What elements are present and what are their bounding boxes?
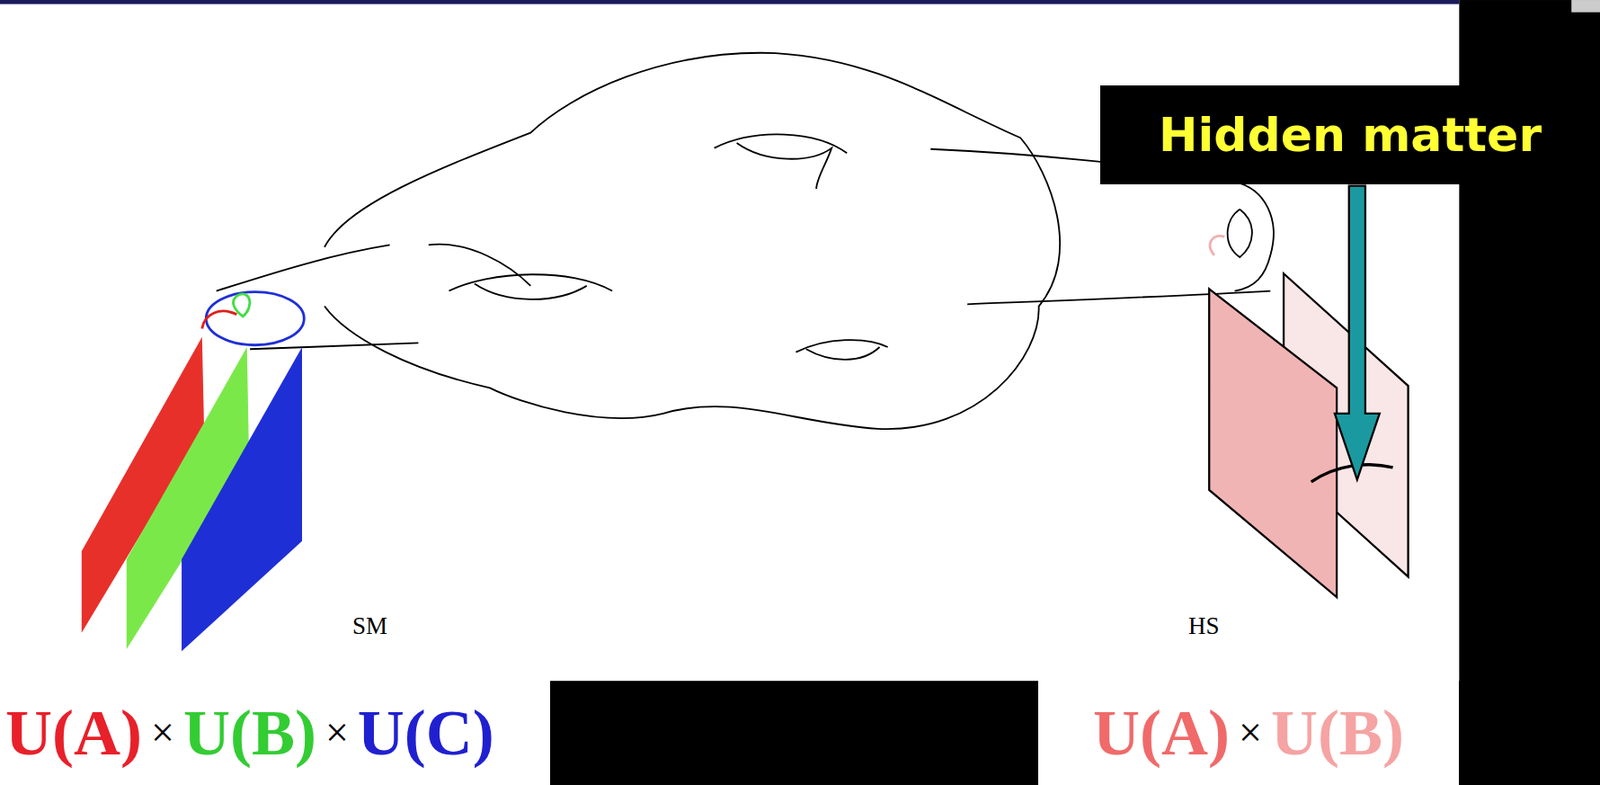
product-sign: × — [1238, 711, 1263, 754]
callout-box: Hidden matter — [1100, 85, 1600, 185]
top-bar — [0, 0, 1459, 5]
brane — [1208, 288, 1337, 597]
bottom-band — [0, 680, 1600, 785]
gauge-factor: U(B) — [183, 700, 317, 765]
sm-cycles — [202, 292, 305, 346]
corner — [1571, 0, 1600, 13]
callout-text: Hidden matter — [1158, 107, 1542, 162]
label-holder: SM — [352, 613, 388, 639]
sector-label: SM — [352, 613, 388, 639]
product-sign: × — [151, 711, 175, 754]
gauge-group-sm: U(A)×U(B)×U(C) — [0, 680, 551, 785]
gauge-group-hs: U(A)×U(B) — [1038, 680, 1459, 785]
gauge-factor: U(A) — [1093, 700, 1230, 765]
brane — [181, 346, 303, 651]
hs-cycle — [1209, 235, 1225, 255]
product-sign: × — [325, 711, 349, 754]
pointer-arrow — [1334, 186, 1380, 480]
gauge-factor: U(A) — [5, 700, 143, 765]
label-holder: HS — [1188, 613, 1220, 639]
gauge-factor: U(B) — [1271, 700, 1405, 765]
gauge-factor: U(C) — [357, 700, 495, 765]
sector-label: HS — [1188, 613, 1220, 639]
